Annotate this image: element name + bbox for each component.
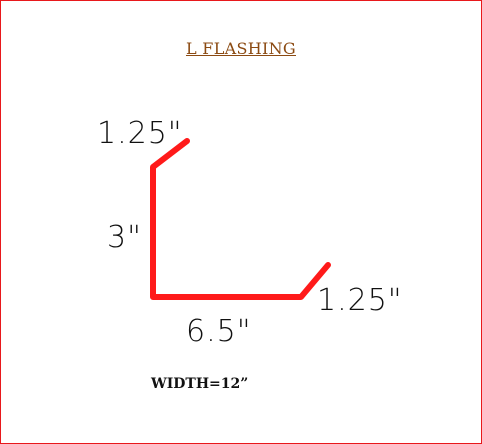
- height-dimension: 3": [107, 220, 142, 255]
- base-dimension: 6.5": [186, 314, 252, 349]
- top-flange-dimension: 1.25": [97, 116, 183, 151]
- right-flange-dimension: 1.25": [317, 283, 403, 318]
- drawing-title: L FLASHING: [185, 39, 296, 58]
- width-note: WIDTH=12”: [151, 376, 249, 392]
- flashing-profile: [150, 138, 331, 300]
